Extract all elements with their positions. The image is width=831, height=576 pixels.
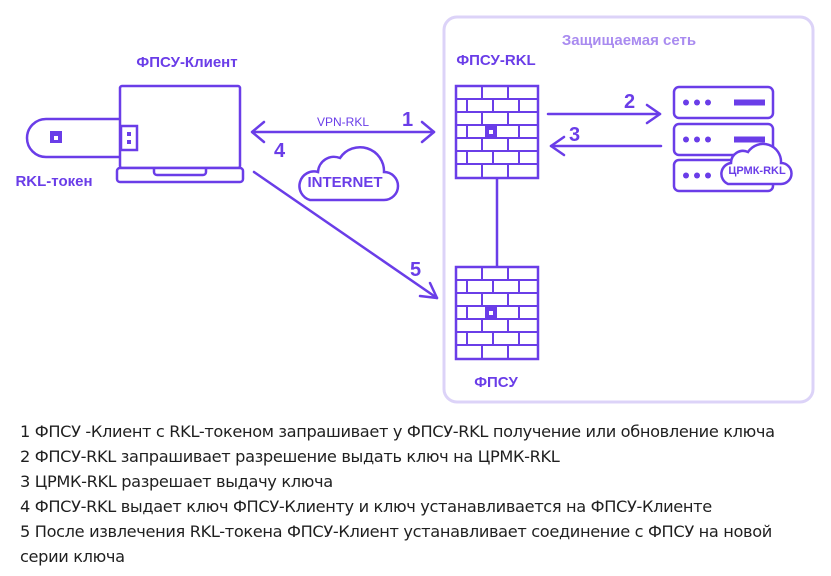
crmk-label: ЦРМК-RKL — [728, 165, 786, 177]
arrow-connect-5 — [252, 170, 439, 300]
fpsu-firewall-icon — [454, 265, 540, 361]
step-1-label: 1 — [402, 109, 413, 131]
protected-network-label: Защищаемая сеть — [562, 32, 696, 49]
legend-item: 1 ФПСУ -Клиент с RKL-токеном запрашивает… — [20, 422, 775, 441]
step-4-label: 4 — [274, 140, 286, 162]
client-label: ФПСУ-Клиент — [136, 54, 237, 71]
arrow-request-2 — [546, 103, 662, 125]
crmk-cloud-icon — [720, 142, 793, 186]
vpn-label: VPN-RKL — [317, 115, 369, 129]
internet-label: INTERNET — [308, 174, 383, 191]
legend-item: 2 ФПСУ-RKL запрашивает разрешение выдать… — [20, 447, 560, 466]
token-label: RKL-токен — [15, 173, 92, 190]
usb-token-icon — [25, 117, 121, 159]
legend-item: 5 После извлечения RKL-токена ФПСУ-Клиен… — [20, 522, 772, 541]
steps-legend: 1 ФПСУ -Клиент с RKL-токеном запрашивает… — [20, 419, 810, 569]
laptop-icon — [115, 84, 245, 184]
step-5-label: 5 — [410, 259, 421, 281]
legend-item: 4 ФПСУ-RKL выдает ключ ФПСУ-Клиенту и кл… — [20, 497, 712, 516]
protected-network-zone — [442, 15, 815, 404]
step-2-label: 2 — [624, 91, 635, 113]
arrow-permit-3 — [549, 135, 663, 157]
legend-item: серии ключа — [20, 547, 125, 566]
fpsu-rkl-label: ФПСУ-RKL — [456, 52, 535, 69]
step-3-label: 3 — [569, 124, 580, 146]
legend-item: 3 ЦРМК-RKL разрешает выдачу ключа — [20, 472, 333, 491]
fpsu-label: ФПСУ — [474, 374, 518, 391]
vpn-arrow — [250, 120, 436, 144]
cloud-icon — [298, 146, 400, 202]
fpsu-rkl-firewall-icon — [454, 84, 540, 180]
network-diagram: Защищаемая сеть ФПСУ-Клиент RKL-токен VP… — [15, 15, 815, 404]
